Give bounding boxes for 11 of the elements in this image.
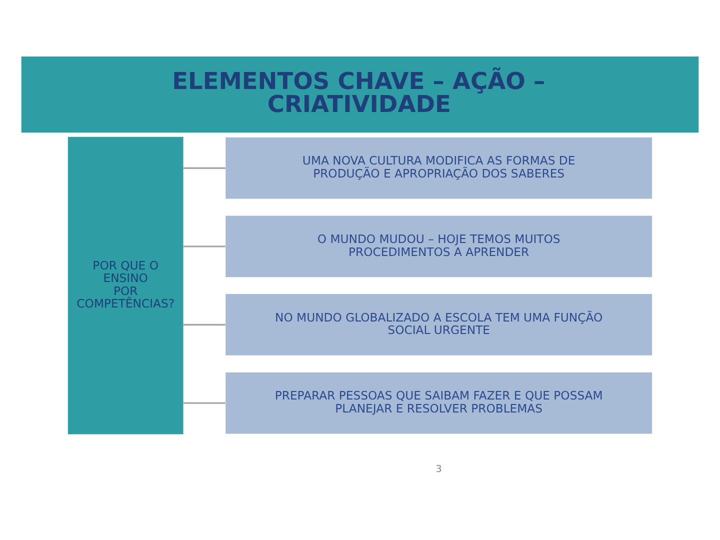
connector <box>183 402 226 404</box>
label: 3 <box>436 464 442 475</box>
connector <box>183 166 226 168</box>
connector <box>183 323 226 326</box>
node-box: POR QUE O ENSINO POR COMPETÊNCIAS? <box>68 136 184 434</box>
connector <box>183 245 226 247</box>
node-box: UMA NOVA CULTURA MODIFICA AS FORMAS DE PRODUÇÃO E APROPRIAÇÃO DOS SABERES <box>226 136 652 198</box>
node-box: PREPARAR PESSOAS QUE SAIBAM FAZER E QUE POSSAM PLANEJAR E RESOLVER PROBLEMAS <box>226 372 652 434</box>
diagram-title: ELEMENTOS CHAVE – AÇÃO – CRIATIVIDADE <box>172 67 546 118</box>
node-box: O MUNDO MUDOU – HOJE TEMOS MUITOS PROCEDIMENTOS A APRENDER <box>226 215 652 277</box>
node-box: NO MUNDO GLOBALIZADO A ESCOLA TEM UMA FUNÇÃO SOCIAL URGENTE <box>226 294 652 355</box>
